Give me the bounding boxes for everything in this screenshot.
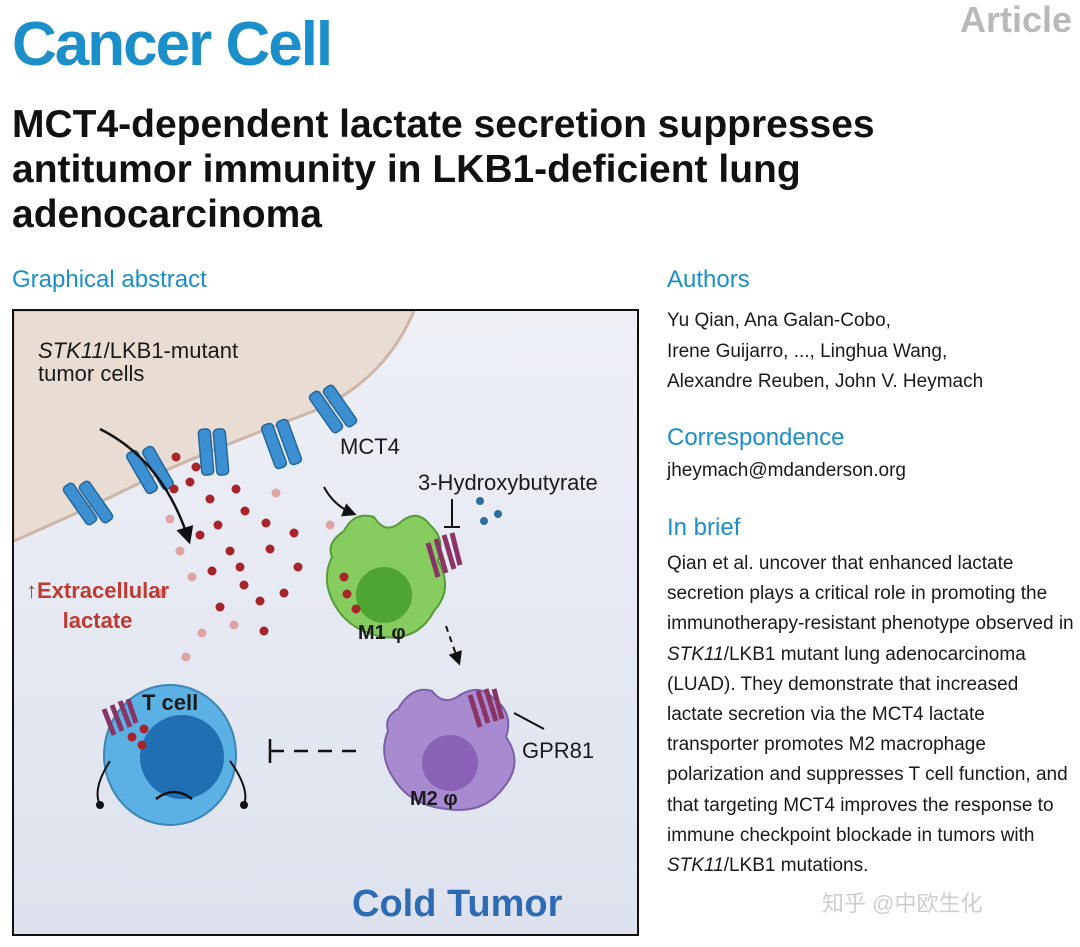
correspondence-heading: Correspondence — [667, 424, 845, 451]
m2-nucleus — [422, 735, 478, 791]
authors-line: Alexandre Reuben, John V. Heymach — [667, 371, 984, 392]
inhibition-bar-hb — [444, 499, 460, 528]
t-cell-label: T cell — [142, 690, 199, 715]
mct4-transporter-icons — [62, 384, 358, 526]
secretion-arrow — [99, 427, 194, 545]
lactate-molecules — [169, 452, 303, 636]
m2-label: M2 φ — [410, 788, 458, 810]
mct4-arrow — [323, 486, 357, 517]
correspondence-email[interactable]: jheymach@mdanderson.org — [667, 460, 906, 481]
in-brief-heading: In brief — [667, 514, 741, 541]
authors-list: Yu Qian, Ana Galan-Cobo, Irene Guijarro,… — [667, 306, 1067, 398]
graphical-abstract-heading: Graphical abstract — [12, 266, 207, 293]
graphical-abstract-illustration — [14, 311, 545, 826]
hydroxybutyrate-molecules — [476, 497, 502, 525]
cold-tumor-label: Cold Tumor — [352, 883, 563, 925]
t-cell-receptor-icon — [101, 698, 139, 736]
m1-receptor-icon — [425, 532, 463, 578]
m1-nucleus — [356, 567, 412, 623]
in-brief-text: Qian et al. uncover that enhanced lactat… — [667, 553, 1074, 877]
authors-heading: Authors — [667, 266, 750, 293]
t-cell-sad-mouth — [155, 790, 193, 801]
gpr81-pointer — [513, 712, 545, 730]
t-cell-nucleus — [140, 715, 224, 799]
lactate-molecules-faded — [157, 488, 335, 662]
m1-label: M1 φ — [358, 622, 406, 644]
article-type-label: Article — [959, 0, 1072, 40]
authors-line: Irene Guijarro, ..., Linghua Wang, — [667, 340, 948, 362]
m2-receptor-icon — [467, 688, 505, 728]
polarization-arrow — [445, 625, 462, 666]
mct4-label: MCT4 — [340, 434, 400, 459]
gpr81-label: GPR81 — [522, 738, 595, 763]
authors-line: Yu Qian, Ana Galan-Cobo, — [667, 310, 891, 331]
journal-name: Cancer Cell — [12, 10, 333, 79]
hydroxybutyrate-label: 3-Hydroxybutyrate — [418, 470, 598, 495]
article-title: MCT4-dependent lactate secretion suppres… — [12, 103, 875, 236]
watermark: 知乎 @中欧生化 — [822, 891, 983, 916]
